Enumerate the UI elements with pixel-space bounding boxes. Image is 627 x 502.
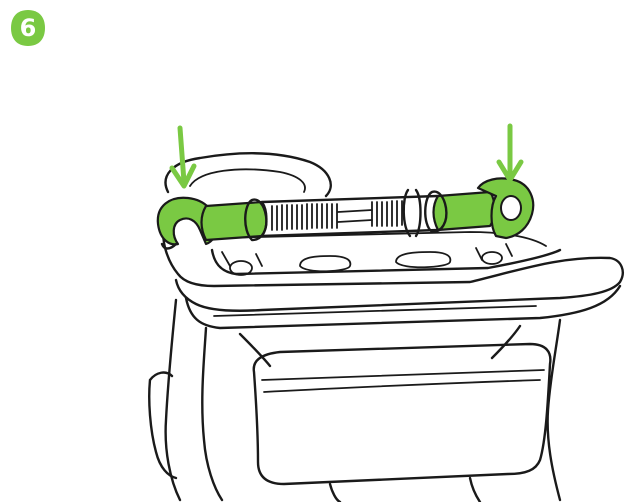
right-clamp-opening [501,196,521,220]
frame-left-buckle [149,373,176,478]
frame-left-leg-inner [202,328,222,500]
tray-hole-right [482,252,502,264]
front-pad-seam [262,370,544,392]
spring-housing [262,196,438,236]
seat-headrest-inner [190,169,305,192]
front-pad [254,344,551,484]
tray-slot-right [396,252,450,267]
down-arrow-icon [499,126,521,180]
spring-coils [272,201,402,230]
down-arrow-icon [172,128,194,186]
tray-front-lip [186,286,620,328]
tray-slot-left [300,256,350,271]
spring-rod [338,210,372,222]
tray-bracket-left [222,252,262,266]
left-tube [202,202,267,240]
frame-left-leg [166,300,180,500]
frame-right-leg [548,320,560,500]
tray-rim-inner [212,250,560,274]
